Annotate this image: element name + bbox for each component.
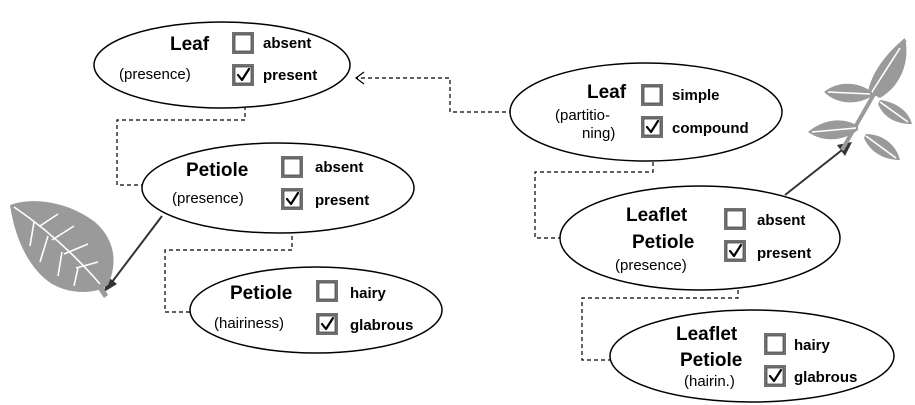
node-subtitle: (hairin.): [684, 373, 735, 390]
node-ellipse: [93, 21, 351, 109]
option-label: glabrous: [794, 369, 857, 386]
checkbox-checked-icon[interactable]: [639, 114, 665, 140]
node-leaflet-petiole-hairiness: Leaflet Petiole (hairin.) hairy glabrous: [609, 309, 895, 403]
node-petiole-hairiness: Petiole (hairiness) hairy glabrous: [189, 266, 443, 354]
checkbox-checked-icon[interactable]: [279, 186, 305, 212]
node-title: Leaflet: [676, 324, 738, 345]
node-title: Petiole: [230, 283, 292, 304]
option-label: absent: [263, 35, 311, 52]
node-title: Leaf: [587, 82, 627, 103]
node-ellipse: [141, 142, 415, 234]
option-label: present: [757, 245, 811, 262]
option-label: present: [263, 67, 317, 84]
checkbox-empty-icon[interactable]: [315, 279, 339, 303]
node-ellipse: [609, 309, 895, 403]
connector-partitioning-to-leaf: [356, 77, 513, 113]
node-title: Petiole: [186, 160, 248, 181]
checkbox-checked-icon[interactable]: [314, 311, 340, 337]
node-title: Leaflet: [626, 205, 688, 226]
node-leaflet-petiole-presence: Leaflet Petiole (presence) absent presen…: [559, 185, 841, 291]
node-subtitle: (partitio-: [555, 107, 610, 124]
connector-hairiness-to-petiole: [164, 220, 293, 313]
node-subtitle: (presence): [172, 190, 244, 207]
checkbox-empty-icon[interactable]: [231, 31, 255, 55]
arrowhead: [355, 71, 365, 85]
node-ellipse: [509, 62, 783, 162]
node-subtitle: (presence): [119, 66, 191, 83]
checkbox-checked-icon[interactable]: [230, 62, 256, 88]
node-ellipse: [559, 185, 841, 291]
connector-leafletpetiole-to-compound: [534, 143, 654, 239]
arrow-to-compound-leaf: [784, 149, 843, 196]
node-title: Leaf: [170, 34, 210, 55]
node-ellipse: [189, 266, 443, 354]
option-label: present: [315, 192, 369, 209]
option-label: hairy: [350, 285, 387, 302]
checkbox-empty-icon[interactable]: [763, 332, 787, 356]
node-subtitle: (presence): [615, 257, 687, 274]
node-subtitle: (hairiness): [214, 315, 284, 332]
checkbox-checked-icon[interactable]: [762, 363, 788, 389]
option-label: compound: [672, 120, 749, 137]
connector-petiole-to-leaf: [116, 96, 246, 186]
checkbox-empty-icon[interactable]: [280, 155, 304, 179]
option-label: simple: [672, 87, 720, 104]
node-leaf-presence: Leaf (presence) absent present: [93, 21, 351, 109]
simple-leaf-icon: [10, 201, 114, 298]
node-subtitle: ning): [582, 125, 615, 142]
compound-leaf-icon: [808, 38, 912, 160]
option-label: absent: [757, 212, 805, 229]
node-petiole-presence: Petiole (presence) absent present: [141, 142, 415, 234]
node-leaf-partitioning: Leaf (partitio- ning) simple compound: [509, 62, 783, 162]
option-label: absent: [315, 159, 363, 176]
checkbox-empty-icon[interactable]: [723, 207, 747, 231]
checkbox-empty-icon[interactable]: [640, 83, 664, 107]
node-title: Petiole: [680, 350, 742, 371]
option-label: hairy: [794, 337, 831, 354]
node-title: Petiole: [632, 232, 694, 253]
checkbox-checked-icon[interactable]: [722, 238, 748, 264]
arrow-to-simple-leaf: [111, 215, 163, 283]
connector-leaflethairiness-to-leafletpetiole: [581, 272, 739, 361]
option-label: glabrous: [350, 317, 413, 334]
